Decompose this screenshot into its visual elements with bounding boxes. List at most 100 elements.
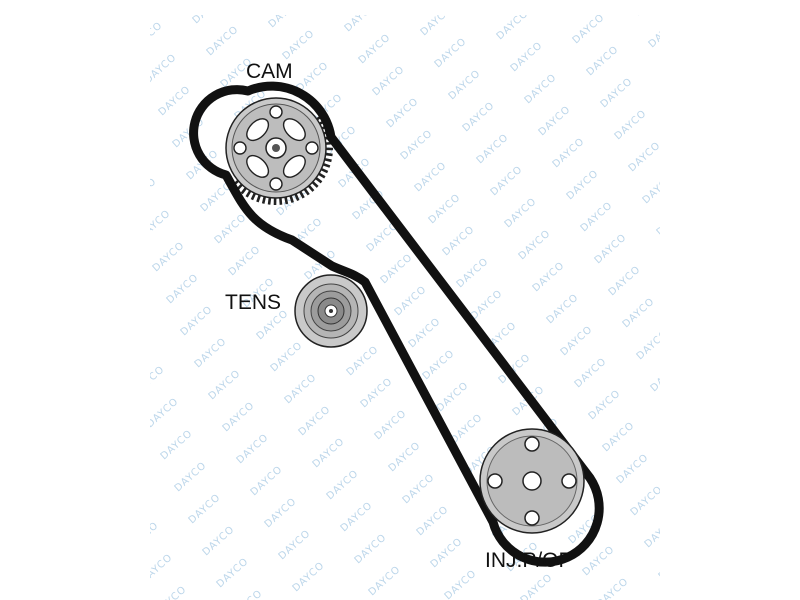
watermark-text: DAYCO [559,324,595,358]
watermark-text: DAYCO [205,24,241,58]
gear-tooth [322,163,331,168]
watermark-text: DAYCO [461,100,497,134]
watermark-text: DAYCO [151,240,187,274]
gear-tooth [318,172,326,179]
watermark-text: DAYCO [153,584,189,600]
watermark-text: DAYCO [359,376,395,410]
watermark-text: DAYCO [267,0,303,30]
watermark-text: DAYCO [229,588,265,600]
watermark-text: DAYCO [235,432,271,466]
watermark-text: DAYCO [683,268,719,302]
watermark-text: DAYCO [227,244,263,278]
cam-pulley-bolt-hole [269,177,283,191]
watermark-text: DAYCO [117,332,153,366]
tensioner-pulley-icon [294,274,368,348]
watermark-text: DAYCO [281,28,317,62]
watermark-text: DAYCO [641,172,677,206]
watermark-text: DAYCO [329,0,365,2]
watermark-text: DAYCO [159,428,195,462]
watermark-text: DAYCO [137,208,173,242]
watermark-text: DAYCO [599,76,635,110]
watermark-text: DAYCO [115,0,151,22]
watermark-text: DAYCO [551,136,587,170]
watermark-text: DAYCO [221,400,257,434]
watermark-text: DAYCO [249,464,285,498]
watermark-text: DAYCO [343,0,379,34]
gear-tooth [311,181,319,188]
cam-pulley-spokes [233,105,319,191]
watermark-text: DAYCO [201,524,237,558]
watermark-text: DAYCO [689,112,725,146]
watermark-text: DAYCO [691,456,727,490]
watermark-text: DAYCO [379,252,415,286]
watermark-text: DAYCO [387,440,423,474]
watermark-text: DAYCO [455,256,491,290]
gear-tooth [320,167,329,174]
watermark-text: DAYCO [171,116,207,150]
cam-pulley-bolt-hole [305,141,319,155]
watermark-text: DAYCO [443,568,479,600]
watermark-text: DAYCO [677,424,713,458]
watermark-text: DAYCO [405,0,441,6]
cam-pulley-icon [225,97,327,199]
watermark-text: DAYCO [385,96,421,130]
watermark-text: DAYCO [627,140,663,174]
gear-tooth [261,196,267,204]
gear-tooth [279,197,283,205]
gear-tooth [284,196,289,205]
watermark-text: DAYCO [325,468,361,502]
watermark-text: DAYCO [263,496,299,530]
watermark-text: DAYCO [587,388,623,422]
gear-tooth [325,152,333,157]
watermark-text: DAYCO [441,224,477,258]
watermark-text: DAYCO [523,72,559,106]
watermark-text: DAYCO [145,396,181,430]
watermark-text: DAYCO [545,292,581,326]
watermark-text: DAYCO [615,452,651,486]
watermark-text: DAYCO [419,4,455,38]
watermark-text: DAYCO [269,340,305,374]
watermark-text: DAYCO [421,348,457,382]
watermark-text: DAYCO [519,572,555,600]
watermark-text: DAYCO [565,168,601,202]
watermark-text: DAYCO [413,160,449,194]
gear-tooth [240,187,247,195]
gear-tooth [299,191,305,199]
gear-tooth [256,194,261,203]
cam-pulley-window [282,154,306,178]
watermark-text: DAYCO [435,380,471,414]
tens-label: TENS [225,291,282,314]
gear-tooth [289,195,294,203]
watermark-text: DAYCO [655,204,691,238]
watermark-text: DAYCO [593,232,629,266]
watermark-text: DAYCO [157,84,193,118]
watermark-text: DAYCO [469,288,505,322]
watermark-text: DAYCO [415,504,451,538]
watermark-text: DAYCO [283,372,319,406]
watermark-text: DAYCO [601,420,637,454]
gear-tooth [303,188,310,196]
gear-tooth [267,197,272,205]
watermark-text: DAYCO [193,336,229,370]
watermark-text: DAYCO [537,104,573,138]
watermark-text: DAYCO [585,44,621,78]
watermark-text: DAYCO [531,260,567,294]
gear-tooth [324,157,332,163]
cam-pulley-bolt-hole [269,105,283,119]
watermark-text: DAYCO [371,64,407,98]
watermark-text: DAYCO [393,284,429,318]
cam-pulley-window [246,154,270,178]
watermark-text: DAYCO [509,40,545,74]
watermark-text: DAYCO [131,364,167,398]
watermark-text: DAYCO [399,128,435,162]
watermark-text: DAYCO [297,404,333,438]
watermark-text: DAYCO [173,460,209,494]
watermark-text: DAYCO [649,360,685,394]
gear-tooth [315,177,323,184]
watermark-text: DAYCO [671,580,707,600]
watermark-text: DAYCO [277,528,313,562]
gear-tooth [294,193,300,201]
watermark-text: DAYCO [489,164,525,198]
watermark-text: DAYCO [179,304,215,338]
